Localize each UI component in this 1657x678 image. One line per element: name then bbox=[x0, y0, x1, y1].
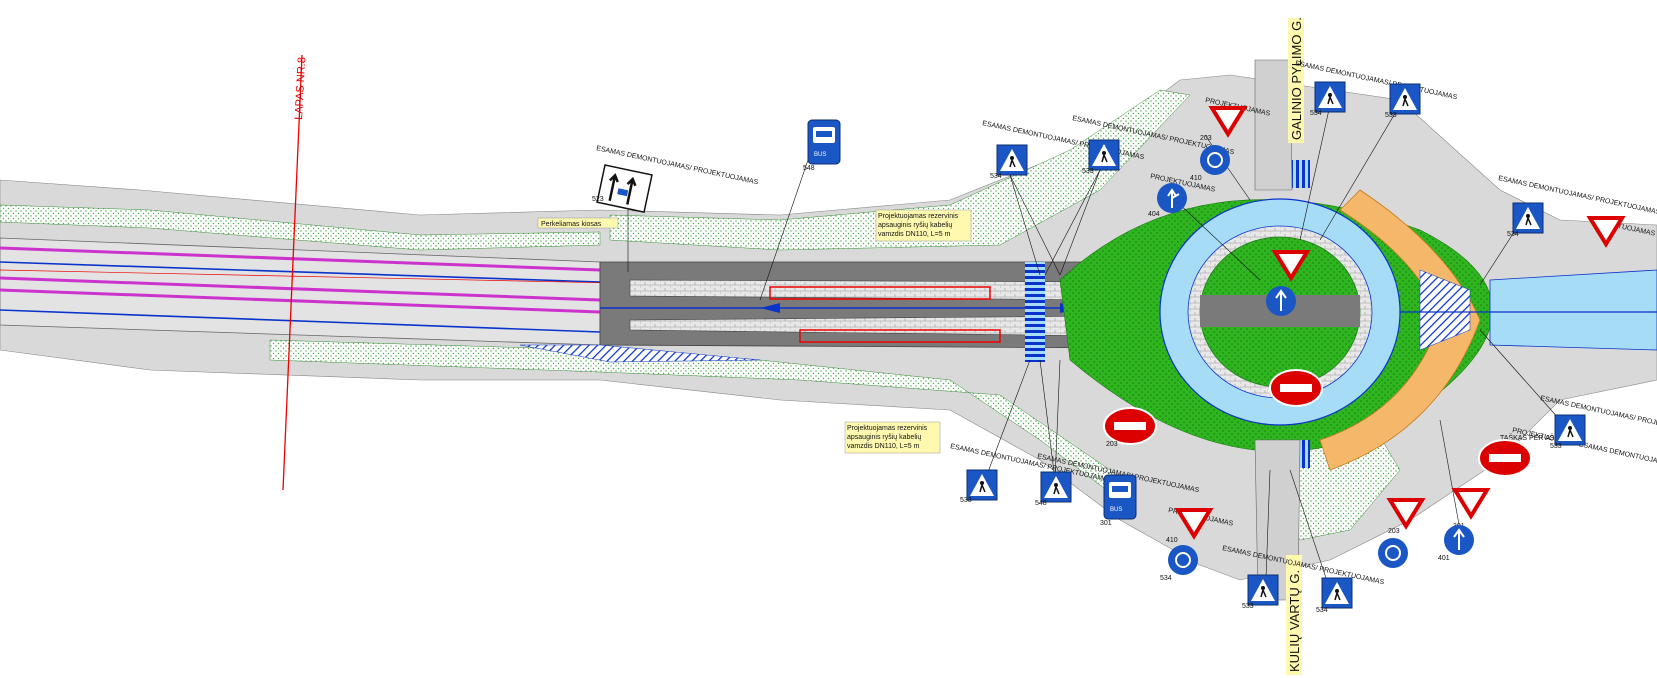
cable-note-bottom-line3: vamzdis DN110, L=5 m bbox=[847, 443, 920, 450]
bus-bay-outline bbox=[769, 286, 991, 300]
hatched-area bbox=[519, 344, 761, 363]
svg-text:BUS: BUS bbox=[814, 152, 826, 158]
blue-lane-line bbox=[0, 309, 601, 333]
svg-text:BUS: BUS bbox=[1110, 507, 1122, 513]
pedestrian-crossing-sign-icon bbox=[1554, 414, 1586, 446]
pedestrian-crossing-sign-icon bbox=[996, 144, 1028, 176]
street-label-north: GALINIO PYLIMO G. bbox=[1289, 17, 1304, 140]
give-way-sign-icon bbox=[1586, 216, 1626, 248]
sign-code: 533 bbox=[1242, 603, 1254, 610]
sign-code: 533 bbox=[1550, 443, 1562, 450]
no-entry-sign-icon bbox=[1103, 407, 1157, 445]
magenta-lane-line bbox=[0, 288, 601, 314]
sign-code: 548 bbox=[1035, 500, 1047, 507]
sheet-boundary-line bbox=[282, 54, 303, 491]
sign-code: 534 bbox=[1316, 607, 1328, 614]
give-way-sign-icon bbox=[1451, 488, 1491, 520]
sign-code: 203 bbox=[1388, 528, 1400, 535]
sign-code: 533 bbox=[960, 497, 972, 504]
direction-arrow-sign-icon bbox=[1157, 183, 1187, 213]
roundabout-sign-icon bbox=[1378, 538, 1408, 568]
north-approach bbox=[1254, 59, 1293, 191]
roundabout-sign-icon bbox=[1168, 545, 1198, 575]
bus-stop-sign-icon: BUS bbox=[1103, 474, 1137, 520]
street-label-south: KULIŲ VARTŲ G. bbox=[1287, 570, 1302, 672]
cable-note-top-line1: Projektuojamas rezervinis bbox=[878, 213, 959, 220]
sign-code: 410 bbox=[1166, 537, 1178, 544]
pedestrian-crossing-sign-icon bbox=[1314, 81, 1346, 113]
give-way-sign-icon bbox=[1208, 106, 1248, 138]
sign-code: 533 bbox=[1082, 168, 1094, 175]
no-entry-sign-icon bbox=[1269, 369, 1323, 407]
green-verge bbox=[0, 204, 601, 251]
main-road-east bbox=[1489, 269, 1657, 351]
note-box bbox=[875, 209, 972, 242]
axis-note: TAŠKAS PER AŠĮ bbox=[1500, 433, 1556, 442]
pedestrian-crossing-sign-icon bbox=[1247, 574, 1279, 606]
pedestrian-crossing bbox=[1025, 262, 1045, 362]
sign-code: 401 bbox=[1438, 555, 1450, 562]
blue-lane-line bbox=[0, 261, 601, 283]
sheet-label: LAPAS NR.8 bbox=[293, 57, 308, 120]
sign-code: 534 bbox=[1310, 110, 1322, 117]
roundabout-sign-icon bbox=[1200, 145, 1230, 175]
pedestrian-crossing-sign-icon bbox=[1321, 577, 1353, 609]
sign-code: 534 bbox=[990, 173, 1002, 180]
sign-code: 203 bbox=[1200, 135, 1212, 142]
bus-stop-sign-icon: BUS bbox=[807, 119, 841, 165]
cable-note-top-line3: vamzdis DN110, L=5 m bbox=[878, 231, 951, 238]
direction-arrow-sign-icon bbox=[1266, 286, 1296, 316]
hatched-area bbox=[1419, 269, 1471, 351]
sign-code: 533 bbox=[1385, 112, 1397, 119]
sign-code: 301 bbox=[1100, 520, 1112, 527]
sign-code: 534 bbox=[1507, 231, 1519, 238]
sign-code: 523 bbox=[592, 196, 604, 203]
give-way-sign-icon bbox=[1174, 508, 1214, 540]
bus-bay-outline bbox=[799, 329, 1001, 343]
lane-direction-sign-icon bbox=[596, 164, 653, 214]
direction-arrow-sign-icon bbox=[1444, 525, 1474, 555]
sign-code: 548 bbox=[803, 165, 815, 172]
cable-note-top-line2: apsauginis ryšių kabelių bbox=[878, 222, 952, 229]
street-label-bg bbox=[1286, 555, 1302, 675]
pedestrian-crossing-sign-icon bbox=[1512, 202, 1544, 234]
sign-code: 534 bbox=[1160, 575, 1172, 582]
pedestrian-crossing-sign-icon bbox=[1389, 83, 1421, 115]
sign-code: 404 bbox=[1148, 211, 1160, 218]
pedestrian-crossing-sign-icon bbox=[1040, 471, 1072, 503]
sign-code: 410 bbox=[1190, 175, 1202, 182]
magenta-lane-line bbox=[0, 276, 601, 302]
note-box bbox=[844, 421, 941, 454]
note-box bbox=[537, 217, 619, 229]
cable-note-bottom-line1: Projektuojamas rezervinis bbox=[847, 425, 928, 432]
street-label-bg bbox=[1288, 18, 1304, 143]
cable-note-bottom-line2: apsauginis ryšių kabelių bbox=[847, 434, 921, 441]
sign-code: 203 bbox=[1106, 441, 1118, 448]
pavement-note: Perkeliamas kiosas bbox=[541, 221, 602, 228]
give-way-sign-icon bbox=[1386, 498, 1426, 530]
pedestrian-crossing-sign-icon bbox=[1088, 139, 1120, 171]
pedestrian-crossing-sign-icon bbox=[966, 469, 998, 501]
give-way-sign-icon bbox=[1271, 250, 1311, 282]
magenta-lane-line bbox=[0, 246, 601, 272]
lane-arrow-icon bbox=[760, 303, 780, 313]
no-entry-sign-icon bbox=[1478, 439, 1532, 477]
